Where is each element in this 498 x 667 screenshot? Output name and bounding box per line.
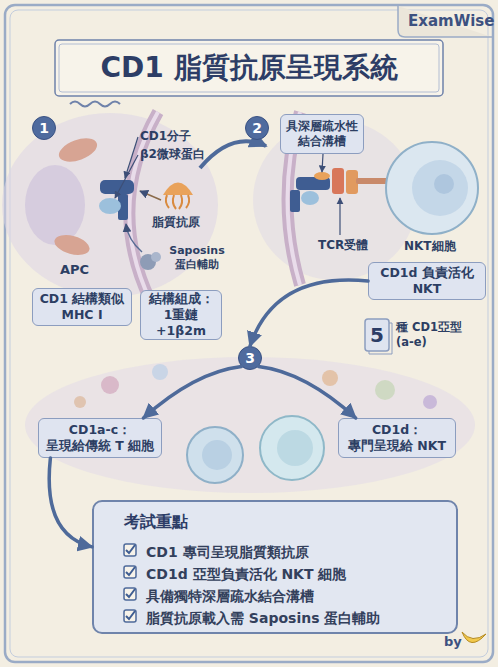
node-heading: 考試重點 — [124, 512, 188, 533]
fact-box: 結構組成： 1重鏈+1β2m — [140, 290, 222, 340]
node-text: CD1a-c： 呈現給傳統 T 細胞 — [43, 422, 157, 455]
t-cell-nucleus — [202, 440, 232, 470]
cell-dot — [423, 395, 437, 409]
node-text: 3 — [245, 350, 255, 366]
check-box — [124, 588, 136, 600]
node-text: 結構組成： 1重鏈+1β2m — [145, 291, 217, 340]
square-shape — [365, 319, 389, 351]
check-mark — [126, 567, 135, 575]
cd1-heavy-chain — [100, 180, 134, 194]
part-label: β2微球蛋白 — [140, 146, 205, 163]
t-cell — [187, 427, 243, 483]
nkt-nucleus — [277, 430, 313, 466]
part-label: TCR受體 — [318, 237, 368, 254]
page-frame-inner — [10, 10, 488, 657]
circle-shape — [246, 117, 269, 140]
leader-line — [322, 154, 323, 172]
cell-dot — [322, 370, 338, 386]
cell-dot — [152, 364, 168, 380]
cell-field — [25, 357, 475, 493]
mitochondrion — [56, 134, 100, 166]
node-text: CD1d 亞型負責活化 NKT 細胞 — [146, 564, 346, 584]
tcr-stalk — [356, 178, 390, 184]
fact-box: CD1 結構類似 MHC I — [32, 288, 132, 326]
node-text: 脂質抗原載入需 Saposins 蛋白輔助 — [146, 608, 380, 628]
node-text: CD1 結構類似 MHC I — [37, 291, 127, 324]
part-label: CD1分子 — [140, 128, 191, 145]
fact-box: CD1d 負責活化 NKT — [368, 262, 486, 300]
nkt-nucleolus — [434, 174, 454, 194]
step-circle: 3 — [238, 346, 262, 370]
node-text: CD1d 負責活化 NKT — [373, 265, 481, 298]
saposin-protein — [151, 252, 161, 262]
cell-dot — [375, 380, 395, 400]
flow-arrow — [143, 366, 241, 418]
page-frame — [5, 5, 493, 662]
check-mark — [126, 589, 135, 597]
lipid-antigen — [163, 183, 193, 196]
callout-box: 具深層疏水性結合溝槽 — [280, 114, 364, 154]
exam-box: 考試重點 CD1 專司呈現脂質類抗原CD1d 亞型負責活化 NKT 細胞具備獨特深… — [92, 500, 458, 634]
node-text: CD1 專司呈現脂質類抗原 — [146, 542, 309, 562]
check-mark — [126, 545, 135, 553]
flow-arrow — [258, 366, 355, 418]
node-text: CD1d： 專門呈現給 NKT — [343, 422, 451, 455]
title-text: CD1 脂質抗原呈現系統 — [55, 40, 443, 96]
beta2m-domain — [301, 191, 319, 205]
title-banner — [55, 40, 443, 96]
node-text: 1 — [39, 120, 49, 136]
nkt-nucleus — [412, 160, 468, 216]
part-label: 脂質抗原 — [152, 214, 200, 231]
tcr-chain — [332, 168, 344, 194]
cell-nucleus — [25, 165, 85, 245]
part-label: Saposins 蛋白輔助 — [166, 244, 228, 273]
lipid-tail — [166, 195, 189, 209]
node-heading: 5 — [364, 318, 390, 352]
helper-arrow — [126, 224, 142, 252]
result-box: CD1d： 專門呈現給 NKT — [338, 418, 456, 458]
node-text: 具深層疏水性結合溝槽 — [285, 119, 359, 149]
author-credit: by — [444, 634, 462, 649]
check-mark — [126, 611, 135, 619]
count-box: 5種 CD1亞型 (a-e) — [364, 318, 464, 352]
beta2m-domain — [99, 198, 121, 214]
nkt-cell — [260, 416, 324, 480]
result-box: CD1a-c： 呈現給傳統 T 細胞 — [38, 418, 162, 458]
circle-shape — [239, 347, 262, 370]
check-box — [124, 566, 136, 578]
cell-label: NKT細胞 — [404, 238, 456, 255]
step-circle: 1 — [32, 116, 56, 140]
brand-name: ExamWise — [408, 12, 494, 30]
circle-shape — [33, 117, 56, 140]
wavy-line — [70, 102, 120, 107]
flow-arrow — [200, 141, 266, 168]
banana-icon — [462, 632, 486, 643]
nkt-cell — [386, 142, 478, 234]
flow-arrow — [250, 280, 368, 346]
node-text: 種 CD1亞型 (a-e) — [396, 320, 462, 350]
cell-dot — [101, 376, 119, 394]
check-box — [124, 610, 136, 622]
bound-lipid — [314, 172, 330, 180]
leader-line — [115, 155, 138, 198]
check-box — [124, 544, 136, 556]
cell-label: APC — [60, 262, 89, 277]
flow-arrow — [49, 458, 92, 547]
leader-line — [339, 198, 340, 235]
cd1d-transmembrane — [290, 190, 300, 212]
cell-dot — [74, 396, 86, 408]
node-text: 2 — [252, 120, 262, 136]
node-text: 具備獨特深層疏水結合溝槽 — [146, 586, 314, 606]
step-circle: 2 — [245, 116, 269, 140]
mitochondrion — [52, 232, 91, 259]
loading-arrow — [140, 191, 161, 200]
